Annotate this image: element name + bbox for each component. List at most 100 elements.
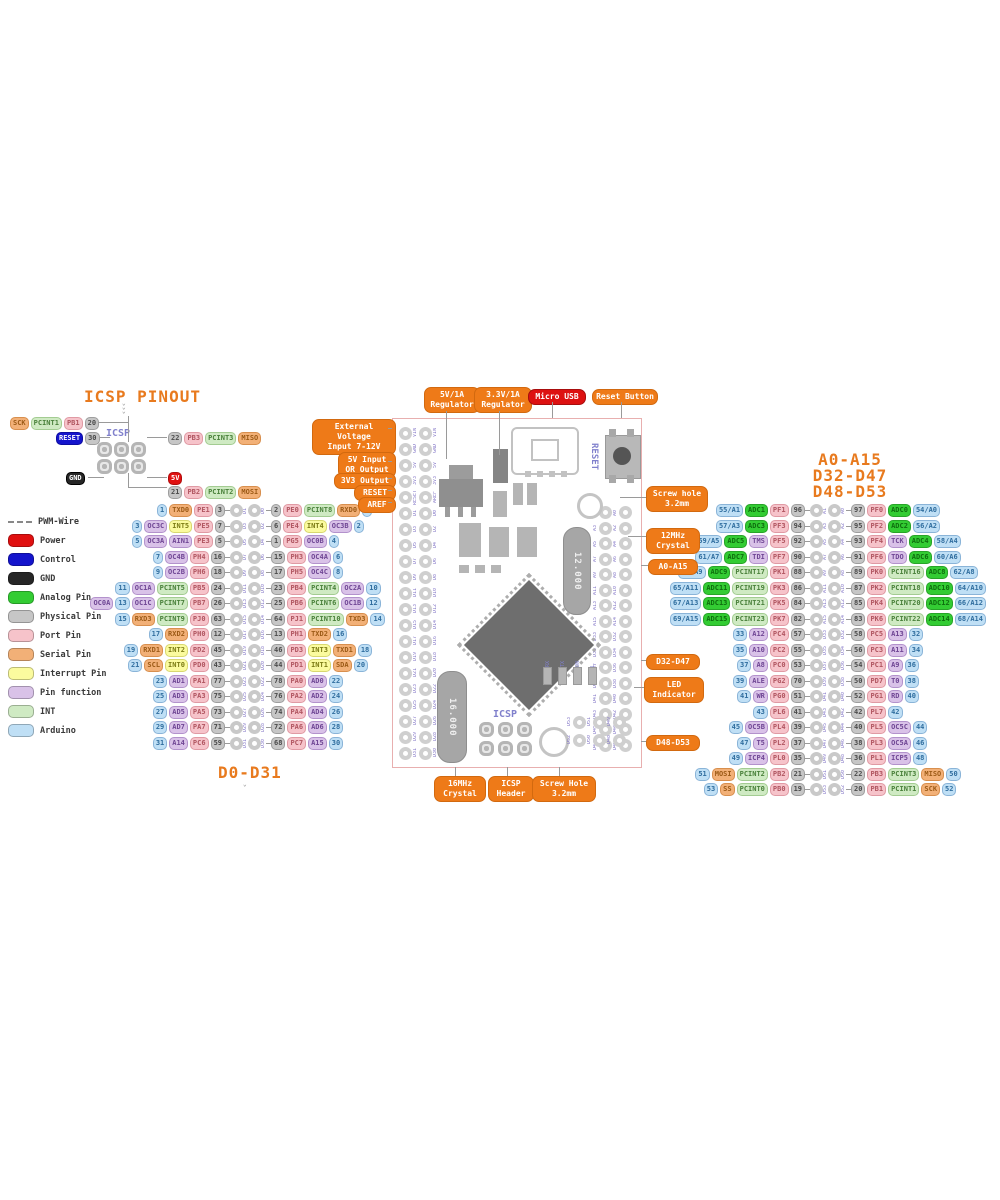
pad-ring bbox=[230, 721, 243, 735]
pad-ring bbox=[230, 566, 243, 580]
pin-chip: ICP5 bbox=[888, 752, 911, 766]
pad-label: D38 bbox=[613, 678, 618, 688]
led-rect bbox=[543, 667, 552, 686]
pad-ring bbox=[248, 519, 261, 533]
pin-chip: 25 bbox=[271, 597, 286, 611]
pad-ring bbox=[619, 692, 632, 706]
callout-icsp-header: ICSP Header bbox=[488, 776, 534, 802]
board-icsp-label: ICSP bbox=[493, 709, 518, 720]
pin-chip: 63 bbox=[210, 612, 225, 626]
pad-label: D12 bbox=[261, 599, 266, 609]
pin-chip: A12 bbox=[749, 628, 768, 642]
pad-ring bbox=[419, 538, 432, 552]
pin-chip: 5V bbox=[168, 472, 183, 485]
pin-chip: PCINT7 bbox=[156, 597, 188, 611]
pad-label: A2 bbox=[841, 523, 846, 530]
pin-chip: PH1 bbox=[287, 628, 307, 642]
pad-ring bbox=[810, 690, 823, 704]
right-table-title: A0-A15 D32-D47 D48-D53 bbox=[812, 450, 888, 501]
pin-chip: 46 bbox=[271, 643, 286, 657]
pad-label: A9 bbox=[823, 569, 828, 576]
pin-chip: 45 bbox=[728, 721, 744, 735]
callout-led-indicator: LED Indicator bbox=[644, 677, 704, 703]
pad-label: D18 bbox=[261, 645, 266, 655]
pin-chip: PF6 bbox=[867, 550, 887, 564]
pad-label: D13 bbox=[243, 599, 248, 609]
pad-ring bbox=[419, 666, 432, 680]
pad-label: D34 bbox=[613, 647, 618, 657]
pad-label: A13 bbox=[823, 599, 828, 609]
pin-chip: PK2 bbox=[867, 581, 887, 595]
pin-chip: PF7 bbox=[769, 550, 789, 564]
pad-ring bbox=[619, 630, 632, 644]
pin-chip: 55 bbox=[790, 643, 805, 657]
pad-label: L bbox=[589, 664, 596, 668]
reset-button-cap[interactable] bbox=[613, 447, 631, 465]
pad-label: RX bbox=[544, 661, 551, 668]
legend-label: Physical Pin bbox=[40, 611, 102, 622]
pin-chip: 20 bbox=[84, 417, 100, 430]
pad-label: D0 bbox=[433, 509, 438, 517]
pad-label: D49 bbox=[607, 717, 612, 727]
pin-chip: PK7 bbox=[769, 612, 789, 626]
pin-chip: ADC10 bbox=[925, 581, 953, 595]
pin-chip: A10 bbox=[749, 643, 768, 657]
pad-ring bbox=[419, 586, 432, 600]
pin-chip: 51 bbox=[695, 767, 710, 781]
pin-chip: 78 bbox=[271, 674, 286, 688]
pad-ring bbox=[619, 521, 632, 535]
pad-ring bbox=[593, 733, 606, 747]
pad-ring bbox=[230, 628, 243, 642]
pin-chip: 42 bbox=[851, 705, 866, 719]
pad-ring bbox=[248, 597, 261, 611]
pad-label: VIN bbox=[413, 428, 418, 438]
pin-chip: 35 bbox=[790, 752, 805, 766]
regulator-3v3 bbox=[493, 449, 508, 483]
pin-chip: RXD3 bbox=[131, 612, 155, 626]
pin-chip: 30 bbox=[328, 736, 344, 750]
pad-label: D31 bbox=[413, 748, 418, 758]
pin-chip: AD3 bbox=[169, 690, 188, 704]
pin-chip: PA3 bbox=[189, 690, 209, 704]
pin-chip: 20 bbox=[353, 659, 369, 673]
pin-chip: WR bbox=[753, 690, 768, 704]
pad-label: A11 bbox=[593, 585, 598, 595]
pin-chip: OC5B bbox=[745, 721, 768, 735]
pin-chip: PD0 bbox=[189, 659, 209, 673]
led-unit: ON bbox=[573, 661, 582, 686]
pad-ring bbox=[573, 715, 586, 729]
pad-ring bbox=[230, 674, 243, 688]
pad-label: D50 bbox=[587, 735, 592, 745]
pad-label: D6 bbox=[261, 554, 266, 561]
pin-chip: 97 bbox=[851, 504, 866, 518]
pad-label: A7 bbox=[823, 554, 828, 561]
pin-chip: TCK bbox=[888, 535, 907, 549]
pad-ring bbox=[599, 661, 612, 675]
callout-d32-d47: D32-D47 bbox=[646, 654, 700, 670]
legend-swatch-port bbox=[8, 629, 34, 642]
pin-chip: AD4 bbox=[308, 705, 327, 719]
pin-chip: 47 bbox=[737, 736, 752, 750]
legend-swatch-phys bbox=[8, 610, 34, 623]
pad-ring bbox=[828, 736, 841, 750]
pin-chip: PC6 bbox=[189, 736, 209, 750]
pad-ring bbox=[399, 538, 412, 552]
pad-ring bbox=[230, 643, 243, 657]
pad-label: D12 bbox=[433, 604, 438, 614]
pad-label: D41 bbox=[593, 694, 598, 704]
pin-chip: 76 bbox=[271, 690, 286, 704]
pad-ring bbox=[619, 614, 632, 628]
pin-chip: PC2 bbox=[769, 643, 789, 657]
